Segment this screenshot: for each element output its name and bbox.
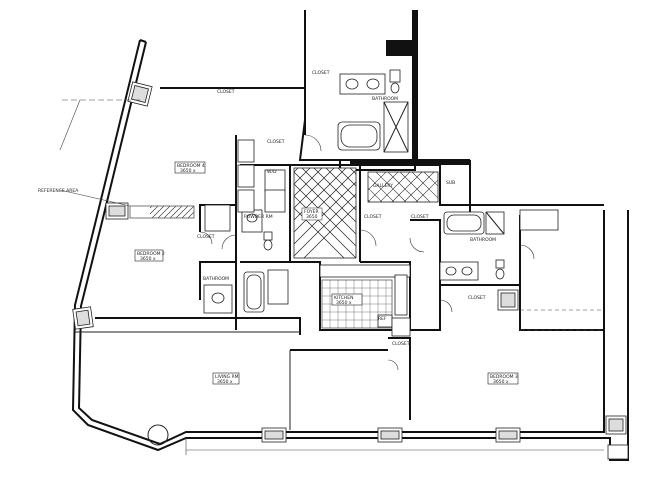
- closet-label: CLOSET: [312, 70, 330, 76]
- closet-label: CLOSET: [364, 214, 382, 220]
- shaft-fill: [386, 40, 414, 56]
- closet-fixtures: [204, 139, 289, 305]
- closet-label: CLOSET: [468, 295, 486, 301]
- reference-area-label: REFERENCE AREA: [38, 188, 79, 194]
- exterior-walls: [71, 39, 629, 461]
- bedroom-3-label: BEDROOM 3: [490, 374, 518, 380]
- living-room-size: 3650 x: [217, 379, 233, 385]
- bathroom-2-label: BATHROOM: [203, 276, 229, 282]
- closet-label: CLOSET: [411, 214, 429, 220]
- bedroom-2-label: BEDROOM 2: [137, 251, 165, 257]
- powder-room-label: POWDER RM: [244, 214, 273, 220]
- door-swings: [199, 134, 535, 371]
- wall-fill-horizontal: [350, 160, 470, 165]
- shaft-fill-vertical: [412, 10, 418, 160]
- ref-label: REF: [378, 316, 387, 322]
- closet-label: CLOSET: [197, 234, 215, 240]
- bedroom-4-size: 3650 x: [180, 168, 196, 174]
- bedroom-3-size: 3650 x: [493, 379, 509, 385]
- foyer-size: 3650: [306, 214, 318, 220]
- gallery-floor-pattern: [367, 171, 439, 203]
- column: [147, 424, 169, 446]
- closet-label: CLOSET: [217, 89, 235, 95]
- bedroom-4-label: BEDROOM 4: [177, 163, 205, 169]
- dimension-lines: [59, 99, 604, 455]
- interior-walls: [75, 87, 604, 430]
- window-piers: [72, 81, 629, 460]
- foyer-floor-pattern: [293, 167, 357, 259]
- bathroom-main-label: BATHROOM: [372, 96, 398, 102]
- room-labels: BEDROOM 4 3650 x BEDROOM 2 3650 x LIVING…: [38, 70, 519, 385]
- bedroom-2-size: 3650 x: [140, 256, 156, 262]
- washer-dryer-label: W/D: [267, 169, 277, 175]
- bathtubs: [243, 121, 485, 313]
- bathroom-fixtures: [203, 69, 505, 314]
- gallery-label: GALLERY: [373, 183, 393, 189]
- kitchen-size: 3650 x: [336, 300, 352, 306]
- reference-area-bar: [59, 189, 195, 219]
- living-room-label: LIVING RM: [215, 374, 239, 380]
- foyer-label: FOYER: [304, 209, 319, 215]
- kitchen-label: KITCHEN: [334, 295, 354, 301]
- sub-mark: SUB: [446, 180, 455, 186]
- closet-label: CLOSET: [267, 139, 285, 145]
- bathroom-3-label: BATHROOM: [470, 237, 496, 243]
- closet-label: CLOSET: [392, 341, 410, 347]
